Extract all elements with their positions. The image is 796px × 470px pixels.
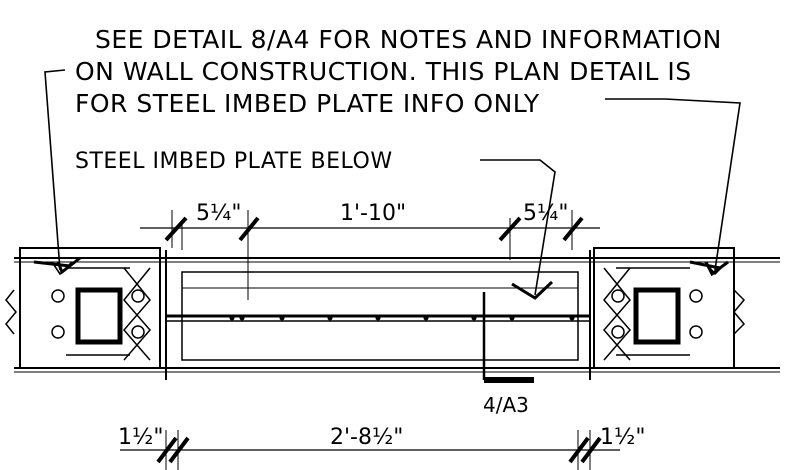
note-line-3: FOR STEEL IMBED PLATE INFO ONLY xyxy=(75,89,540,118)
section-cut-marker xyxy=(482,292,534,383)
rebar-dots xyxy=(229,315,575,321)
note-line-2: ON WALL CONSTRUCTION. THIS PLAN DETAIL I… xyxy=(75,57,692,86)
note-line-1: SEE DETAIL 8/A4 FOR NOTES AND INFORMATIO… xyxy=(95,25,722,54)
leader-plate xyxy=(480,159,556,300)
plate-label: STEEL IMBED PLATE BELOW xyxy=(75,149,393,174)
dim-bottom-center: 2'-8½" xyxy=(330,425,403,450)
leader-left xyxy=(44,69,73,276)
dim-bottom-right: 1½" xyxy=(600,425,645,450)
dim-top-left: 5¼" xyxy=(196,201,241,226)
top-dimension-line xyxy=(140,210,600,300)
bottom-dimension-line xyxy=(120,430,620,470)
right-column-assembly xyxy=(593,247,746,369)
dim-top-center: 1'-10" xyxy=(340,201,406,226)
left-column-assembly xyxy=(5,247,161,369)
dim-top-right: 5¼" xyxy=(523,201,568,226)
wall-section xyxy=(14,250,780,380)
section-reference: 4/A3 xyxy=(483,393,529,417)
dim-bottom-left: 1½" xyxy=(118,425,163,450)
